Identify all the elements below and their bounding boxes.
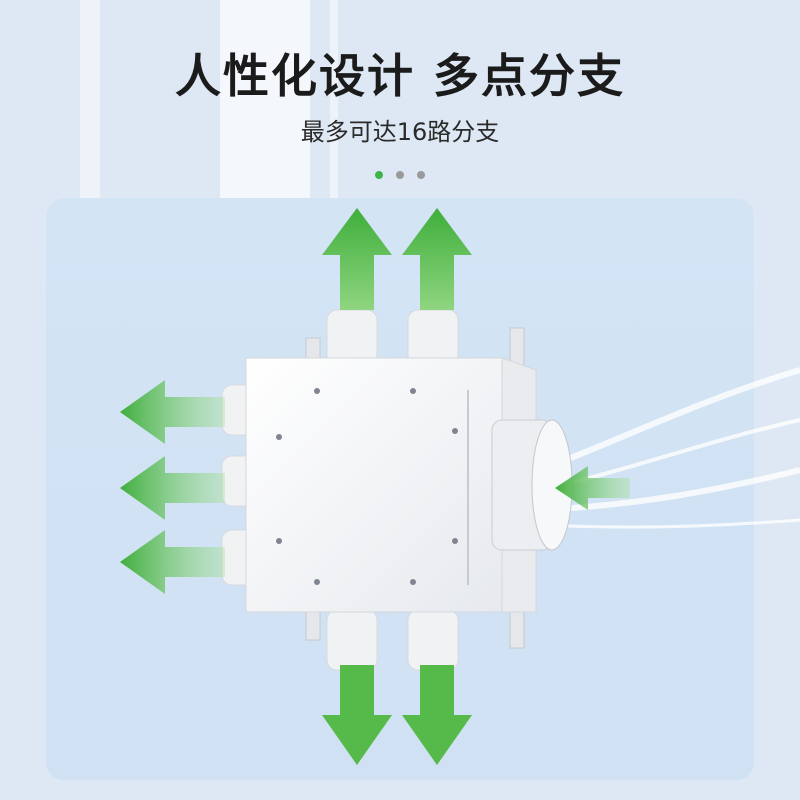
pager-dot-active[interactable] xyxy=(374,171,383,179)
page-subtitle: 最多可达16路分支 xyxy=(300,118,500,146)
top-duct-collars xyxy=(326,309,459,366)
bg-stripe xyxy=(220,0,310,200)
page-title: 人性化设计 多点分支 xyxy=(174,49,625,103)
pager-dot[interactable] xyxy=(417,171,426,179)
pager-dots xyxy=(0,164,800,183)
outflow-arrow-icon xyxy=(322,208,472,310)
duct-collar-icon xyxy=(491,419,573,551)
outflow-arrow-icon xyxy=(120,380,225,594)
bg-stripe xyxy=(330,0,338,200)
inflow-arrow-icon xyxy=(555,466,630,510)
pager-dot[interactable] xyxy=(396,171,404,179)
outflow-arrow-icon xyxy=(322,665,472,765)
bottom-duct-collars xyxy=(326,609,459,671)
bg-stripe xyxy=(80,0,100,200)
